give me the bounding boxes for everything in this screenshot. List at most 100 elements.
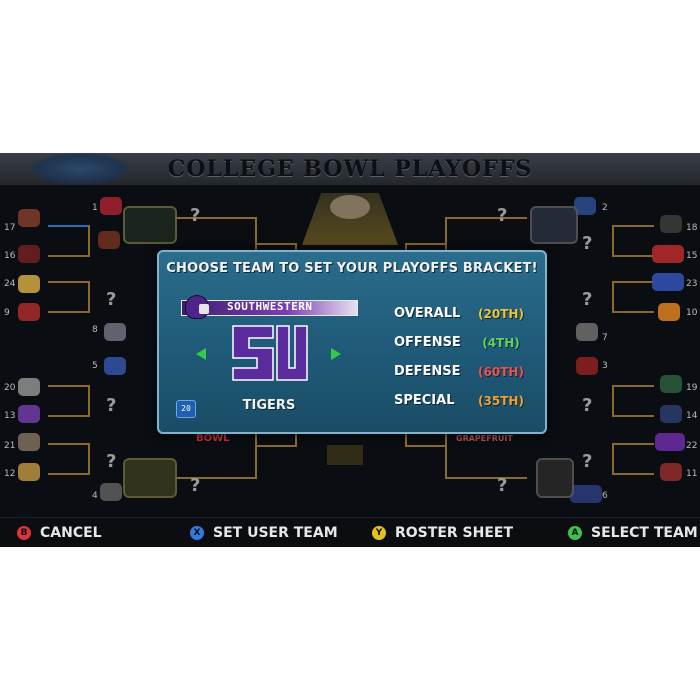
seed-number: 14: [686, 411, 698, 421]
bowl-label: GRAPEFRUIT: [456, 434, 513, 443]
previous-team-arrow-icon[interactable]: [196, 348, 206, 360]
unknown-team-marker: ?: [497, 205, 508, 226]
bracket-line: [612, 385, 654, 417]
team-logo-icon: [18, 303, 40, 321]
helmet-facemask-icon: [199, 304, 209, 314]
unknown-team-marker: ?: [106, 395, 117, 416]
unknown-team-marker: ?: [582, 451, 593, 472]
seed-number: 5: [92, 361, 98, 371]
bracket-line: [48, 385, 90, 417]
select-team-label: SELECT TEAM: [591, 525, 698, 541]
seed-number: 16: [4, 251, 16, 261]
y-button-icon: Y: [372, 526, 386, 540]
roster-sheet-button[interactable]: Y ROSTER SHEET: [372, 523, 513, 543]
b-button-icon: B: [17, 526, 31, 540]
bracket-line: [48, 225, 90, 257]
select-team-button[interactable]: A SELECT TEAM: [568, 523, 698, 543]
team-logo-icon: [100, 483, 122, 501]
unknown-team-marker: ?: [582, 233, 593, 254]
bowl-logo-icon: [536, 458, 574, 498]
team-logo-icon: [576, 323, 598, 341]
seed-number: 9: [4, 308, 10, 318]
team-logo-icon: [652, 245, 684, 263]
team-logo-icon: [18, 433, 40, 451]
team-school-name: SOUTHWESTERN: [227, 300, 313, 313]
team-logo-icon: [18, 245, 40, 263]
team-logo-icon: [658, 303, 680, 321]
bracket-line: [612, 281, 654, 313]
bracket-line: [48, 281, 90, 313]
next-team-arrow-icon[interactable]: [331, 348, 341, 360]
bracket-line: [48, 443, 90, 475]
seed-number: 15: [686, 251, 698, 261]
unknown-team-marker: ?: [497, 475, 508, 496]
unknown-team-marker: ?: [582, 395, 593, 416]
unknown-team-marker: ?: [582, 289, 593, 310]
team-logo-icon: [574, 197, 596, 215]
stat-label-overall: OVERALL: [394, 306, 461, 321]
seed-number: 12: [4, 469, 16, 479]
conference-logo: [30, 153, 130, 185]
seed-number: 6: [602, 491, 608, 501]
bowl-label: BOWL: [196, 433, 230, 444]
team-name-banner: SOUTHWESTERN: [181, 300, 358, 316]
set-user-team-label: SET USER TEAM: [213, 525, 338, 541]
header-bar: COLLEGE BOWL PLAYOFFS: [0, 153, 700, 186]
page-title: COLLEGE BOWL PLAYOFFS: [167, 156, 533, 182]
seed-number: 13: [4, 411, 16, 421]
game-screen: COLLEGE BOWL PLAYOFFS 17 16 24 9 20 13 2…: [0, 153, 700, 547]
bracket-line: [48, 225, 88, 227]
team-logo-icon: [18, 405, 40, 423]
seed-number: 21: [4, 441, 16, 451]
team-logo-icon: [18, 463, 40, 481]
cancel-button[interactable]: B CANCEL: [17, 523, 102, 543]
team-logo-icon: [660, 375, 682, 393]
choose-team-dialog: CHOOSE TEAM TO SET YOUR PLAYOFFS BRACKET…: [157, 250, 547, 434]
stat-rank-overall: (20TH): [478, 307, 524, 321]
stat-label-special: SPECIAL: [394, 393, 455, 408]
set-user-team-button[interactable]: X SET USER TEAM: [190, 523, 338, 543]
team-logo-icon: [104, 357, 126, 375]
seed-number: 8: [92, 325, 98, 335]
x-button-icon: X: [190, 526, 204, 540]
seed-number: 11: [686, 469, 698, 479]
seed-number: 3: [602, 361, 608, 371]
cancel-label: CANCEL: [40, 525, 102, 541]
seed-number: 24: [4, 279, 16, 289]
unknown-team-marker: ?: [190, 205, 201, 226]
bowl-logo-icon: [123, 206, 177, 244]
seed-number: 1: [92, 203, 98, 213]
football-icon: [330, 195, 370, 219]
seed-number: 2: [602, 203, 608, 213]
team-logo-icon: [98, 231, 120, 249]
team-rating-badge: 20: [176, 400, 196, 418]
seed-number: 18: [686, 223, 698, 233]
dialog-title: CHOOSE TEAM TO SET YOUR PLAYOFFS BRACKET…: [166, 261, 538, 276]
seed-number: 20: [4, 383, 16, 393]
seed-number: 22: [686, 441, 698, 451]
roster-sheet-label: ROSTER SHEET: [395, 525, 514, 541]
team-logo-icon: [576, 357, 598, 375]
team-logo-icon: [660, 215, 682, 233]
seed-number: 17: [4, 223, 16, 233]
bowl-logo-icon: [530, 206, 578, 244]
stat-rank-special: (35TH): [478, 394, 524, 408]
seed-number: 19: [686, 383, 698, 393]
team-logo-icon: [18, 275, 40, 293]
seed-number: 4: [92, 491, 98, 501]
bowl-logo-icon: [327, 445, 363, 465]
bowl-logo-icon: [123, 458, 177, 498]
stat-label-offense: OFFENSE: [394, 335, 461, 350]
button-prompt-bar: B CANCEL X SET USER TEAM Y ROSTER SHEET …: [0, 517, 700, 547]
team-logo-icon: [652, 273, 684, 291]
seed-number: 7: [602, 333, 608, 343]
seed-number: 23: [686, 279, 698, 289]
team-logo-icon: [660, 405, 682, 423]
team-logo-icon: [18, 378, 40, 396]
bracket-line: [612, 443, 654, 475]
unknown-team-marker: ?: [106, 289, 117, 310]
stat-label-defense: DEFENSE: [394, 364, 461, 379]
team-logo-icon: [104, 323, 126, 341]
team-nickname: TIGERS: [242, 398, 296, 413]
team-logo-icon: [655, 433, 685, 451]
